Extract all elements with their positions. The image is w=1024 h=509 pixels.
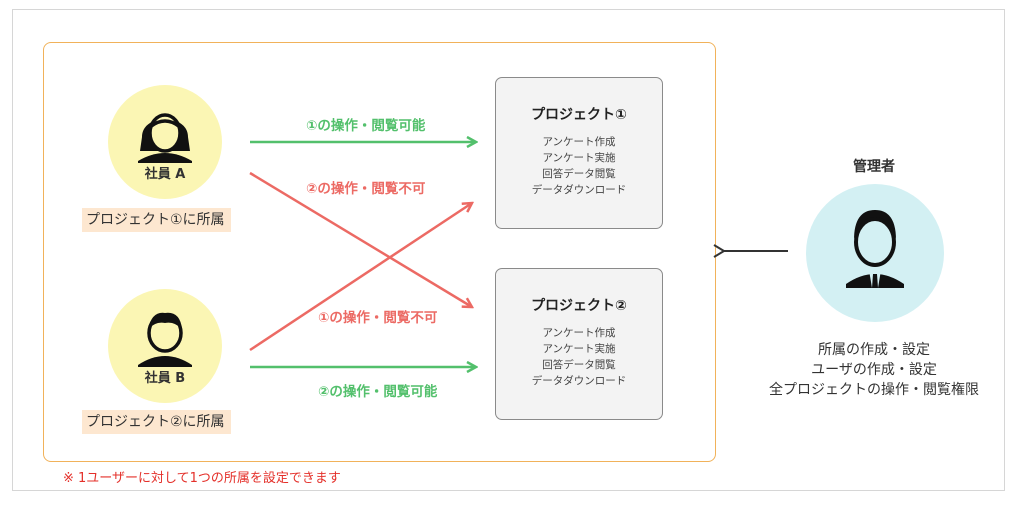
admin-avatar: [806, 184, 944, 322]
employee-b-avatar: 社員 B: [108, 289, 222, 403]
project-feature-item: データダウンロード: [531, 375, 627, 387]
admin-right-item: 所属の作成・設定: [818, 342, 930, 358]
project-feature-item: データダウンロード: [531, 184, 627, 196]
admin-rights-list: 所属の作成・設定 ユーザの作成・設定 全プロジェクトの操作・閲覧権限: [744, 340, 1004, 400]
employee-b-affiliation: プロジェクト②に所属: [82, 410, 231, 434]
project-feature-item: アンケート実施: [542, 343, 616, 355]
project-2-title: プロジェクト②: [531, 298, 627, 314]
project-1-feature-list: アンケート作成 アンケート実施 回答データ閲覧 データダウンロード: [496, 134, 662, 198]
project-2-feature-list: アンケート作成 アンケート実施 回答データ閲覧 データダウンロード: [496, 325, 662, 389]
project-1-title: プロジェクト①: [531, 107, 627, 123]
employee-a-name: 社員 A: [144, 167, 186, 182]
arrow-a-to-project2: [249, 171, 472, 307]
admin-right-item: ユーザの作成・設定: [811, 362, 937, 378]
female-user-icon: [138, 113, 192, 163]
project-feature-item: アンケート作成: [542, 136, 616, 148]
footnote: ※ 1ユーザーに対して1つの所属を設定できます: [63, 471, 341, 486]
admin-right-item: 全プロジェクトの操作・閲覧権限: [769, 382, 979, 398]
project-feature-item: アンケート作成: [542, 327, 616, 339]
employee-a-affiliation: プロジェクト①に所属: [82, 208, 231, 232]
arrow-b-to-project1: [249, 203, 472, 352]
project-1-box: プロジェクト① アンケート作成 アンケート実施 回答データ閲覧 データダウンロー…: [495, 77, 663, 229]
employee-b-name: 社員 B: [144, 371, 186, 386]
male-user-icon: [138, 312, 192, 367]
label-b-to-project2: ②の操作・閲覧可能: [318, 384, 438, 400]
employee-a-avatar: 社員 A: [108, 85, 222, 199]
diagram-frame: [12, 9, 1005, 491]
project-feature-item: アンケート実施: [542, 152, 616, 164]
businessman-icon: [846, 210, 904, 288]
label-b-to-project1: ①の操作・閲覧不可: [318, 310, 438, 326]
project-feature-item: 回答データ閲覧: [542, 359, 616, 371]
project-2-box: プロジェクト② アンケート作成 アンケート実施 回答データ閲覧 データダウンロー…: [495, 268, 663, 420]
label-a-to-project2: ②の操作・閲覧不可: [306, 181, 426, 197]
project-feature-item: 回答データ閲覧: [542, 168, 616, 180]
admin-title: 管理者: [853, 159, 895, 175]
label-a-to-project1: ①の操作・閲覧可能: [306, 118, 426, 134]
